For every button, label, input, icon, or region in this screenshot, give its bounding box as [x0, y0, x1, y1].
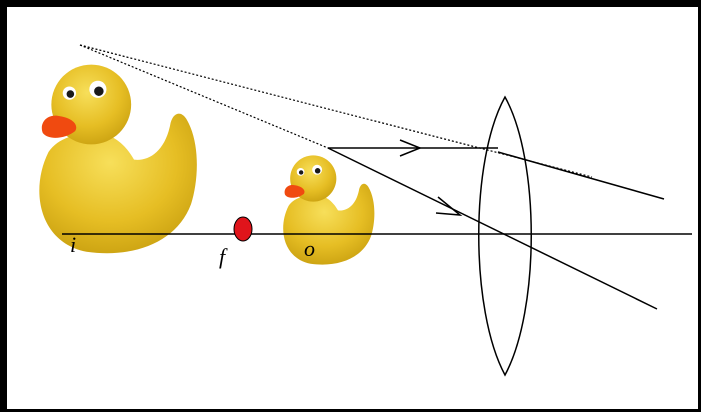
central-ray: [327, 147, 658, 310]
focal-point-marker: [233, 216, 253, 242]
object-label: o: [304, 236, 315, 261]
image-duck: [39, 64, 197, 254]
focal-point-label: f: [219, 244, 228, 269]
ray-arrow-1: [399, 139, 423, 157]
image-label: i: [70, 232, 76, 257]
virtual-ray-2: [79, 44, 329, 149]
object-duck: [283, 155, 375, 265]
virtual-ray-1: [79, 44, 593, 178]
ray-arrow-2: [435, 196, 463, 216]
convex-lens: [478, 95, 532, 377]
